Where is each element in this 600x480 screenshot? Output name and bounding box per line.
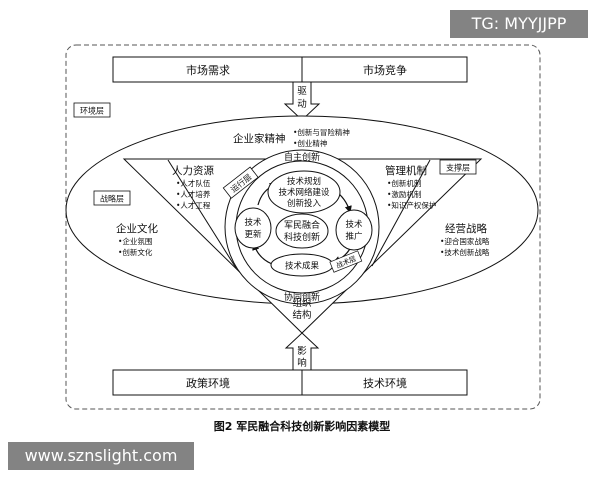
management-item-2: •激励机制 bbox=[387, 189, 421, 199]
left-node bbox=[234, 207, 272, 249]
svg-text:技术: 技术 bbox=[244, 217, 262, 228]
culture-item-1: •企业氛围 bbox=[118, 236, 152, 246]
figure-caption: 图2 军民融合科技创新影响因素模型 bbox=[214, 419, 390, 433]
watermark-bottom: www.sznslight.com bbox=[8, 442, 194, 470]
environment-bar bbox=[112, 369, 468, 396]
entrepreneurship-item-2: •创业精神 bbox=[293, 138, 327, 148]
tech-environment-label: 技术环境 bbox=[363, 376, 407, 390]
drive-label-1: 驱 bbox=[297, 86, 307, 97]
culture-item-2: •创新文化 bbox=[118, 247, 153, 257]
culture-title: 企业文化 bbox=[116, 222, 158, 235]
business-strategy-title: 经营战略 bbox=[445, 222, 487, 235]
drive-arrow bbox=[283, 81, 321, 121]
svg-text:战略层: 战略层 bbox=[100, 194, 124, 204]
market-demand-label: 市场需求 bbox=[186, 63, 230, 77]
influence-label-2: 响 bbox=[297, 357, 307, 369]
market-bar bbox=[112, 56, 468, 83]
svg-text:环境层: 环境层 bbox=[80, 106, 104, 116]
hr-item-1: •人才队伍 bbox=[176, 178, 211, 188]
svg-text:推广: 推广 bbox=[345, 231, 362, 242]
svg-text:军民融合: 军民融合 bbox=[284, 219, 320, 231]
hr-title: 人力资源 bbox=[172, 164, 214, 177]
entrepreneurship-title: 企业家精神 bbox=[233, 132, 286, 145]
svg-text:支撑层: 支撑层 bbox=[446, 163, 470, 173]
market-competition-label: 市场竞争 bbox=[363, 63, 407, 77]
svg-text:更新: 更新 bbox=[244, 229, 262, 240]
org-label-2: 结构 bbox=[292, 309, 311, 321]
hr-item-2: •人才培养 bbox=[176, 189, 211, 199]
policy-environment-label: 政策环境 bbox=[186, 376, 230, 390]
top-node bbox=[267, 170, 341, 214]
watermark-top: TG: MYYJJPP bbox=[450, 10, 588, 38]
business-strategy-item-1: •迎合国家战略 bbox=[440, 236, 490, 246]
svg-text:创新投入: 创新投入 bbox=[287, 198, 322, 209]
svg-text:技术规划: 技术规划 bbox=[287, 176, 321, 187]
management-item-3: •知识产权保护 bbox=[387, 200, 436, 210]
drive-label-2: 动 bbox=[297, 99, 307, 110]
entrepreneurship-item-1: •创新与冒险精神 bbox=[293, 127, 350, 137]
org-label-1: 组织 bbox=[292, 297, 311, 309]
svg-text:科技创新: 科技创新 bbox=[284, 231, 320, 243]
hr-item-3: •人才工程 bbox=[176, 200, 211, 210]
environment-layer-tag bbox=[73, 102, 111, 118]
management-item-1: •创新机制 bbox=[387, 178, 421, 188]
outer-dashed-frame bbox=[65, 44, 541, 410]
collaborative-innovation-label: 协同创新 bbox=[284, 291, 320, 303]
independent-innovation-label: 自主创新 bbox=[284, 151, 320, 163]
support-layer-tag bbox=[439, 159, 477, 175]
strategy-layer-tag bbox=[93, 190, 131, 206]
management-title: 管理机制 bbox=[385, 164, 427, 177]
center-node bbox=[275, 213, 329, 249]
right-node bbox=[335, 209, 373, 251]
triangle-right-divider bbox=[371, 159, 431, 267]
triangle-left-divider bbox=[167, 159, 237, 269]
svg-text:技术网络建设: 技术网络建设 bbox=[278, 187, 330, 198]
svg-text:技术成果: 技术成果 bbox=[285, 261, 320, 272]
svg-text:技术: 技术 bbox=[345, 219, 363, 230]
business-strategy-item-2: •技术创新战略 bbox=[440, 247, 490, 257]
influence-label-1: 影 bbox=[297, 346, 307, 357]
